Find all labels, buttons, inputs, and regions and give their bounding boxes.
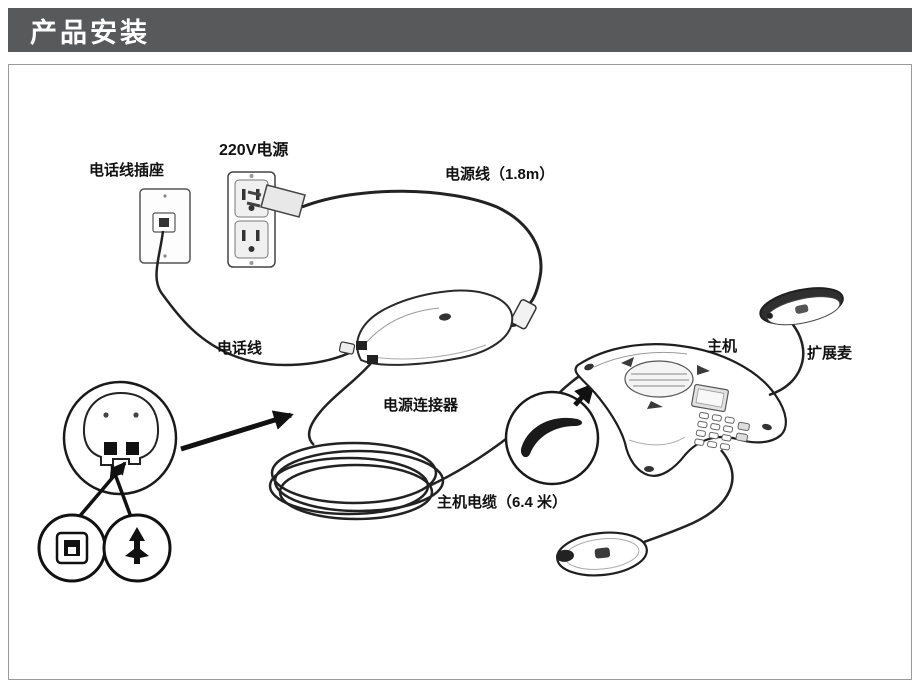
mic-hole-right (762, 423, 772, 431)
page-header: 产品安装 (8, 8, 912, 52)
mic-hole-left (584, 363, 594, 371)
magnifier-left (62, 380, 178, 519)
label-main-cable: 主机电缆（6.4 米） (437, 493, 567, 511)
label-power-cord: 电源线（1.8m） (445, 165, 554, 183)
phone-wall-plate (139, 188, 191, 264)
label-phone-socket: 电话线插座 (89, 161, 164, 179)
mic-hole-bottom (644, 466, 654, 472)
port-arrow-right (109, 464, 133, 518)
mic-cable-top (768, 316, 805, 397)
rj11-jack-icon (55, 531, 89, 565)
mic-mute-button-top (795, 304, 809, 314)
label-main-unit: 主机 (707, 337, 737, 355)
underside-port-left (104, 442, 117, 455)
power-outlet (227, 171, 276, 268)
power-plug (246, 184, 306, 218)
connector-pin-icon (125, 527, 149, 564)
page-title: 产品安装 (30, 17, 150, 48)
mic-cable-bottom (640, 449, 734, 545)
installation-diagram: 电话线插座 220V电源 电源线（1.8m） 电话线 电源连接器 主机电缆（6.… (37, 140, 853, 583)
mic-mute-button-bottom (594, 547, 611, 559)
label-power-connector: 电源连接器 (383, 396, 459, 414)
adapter-underside (82, 391, 160, 466)
conference-phone (574, 343, 787, 477)
extension-mic-bottom (556, 449, 734, 577)
cable-coil (270, 441, 438, 505)
power-cord-connector (510, 299, 537, 330)
badge-rj11 (37, 513, 107, 583)
adapter-port-phone (356, 341, 367, 350)
arrow-to-adapter (180, 410, 294, 452)
badge-plug (102, 513, 172, 583)
phone-line-cable (155, 230, 356, 367)
keypad (694, 411, 750, 451)
power-adapter (356, 289, 514, 366)
label-extension-mic: 扩展麦 (807, 344, 853, 362)
extension-mic-top (759, 287, 844, 397)
underside-port-right (126, 442, 139, 455)
speaker-grille (621, 357, 710, 409)
adapter-logo (439, 313, 451, 321)
diagram-container: 电话线插座 220V电源 电源线（1.8m） 电话线 电源连接器 主机电缆（6.… (8, 64, 912, 680)
display (691, 383, 729, 413)
magnifier-middle (504, 390, 600, 486)
wedge-foot (520, 417, 583, 458)
label-220v-power: 220V电源 (219, 140, 288, 159)
adapter-port-main (367, 355, 378, 364)
label-phone-line: 电话线 (217, 339, 262, 357)
